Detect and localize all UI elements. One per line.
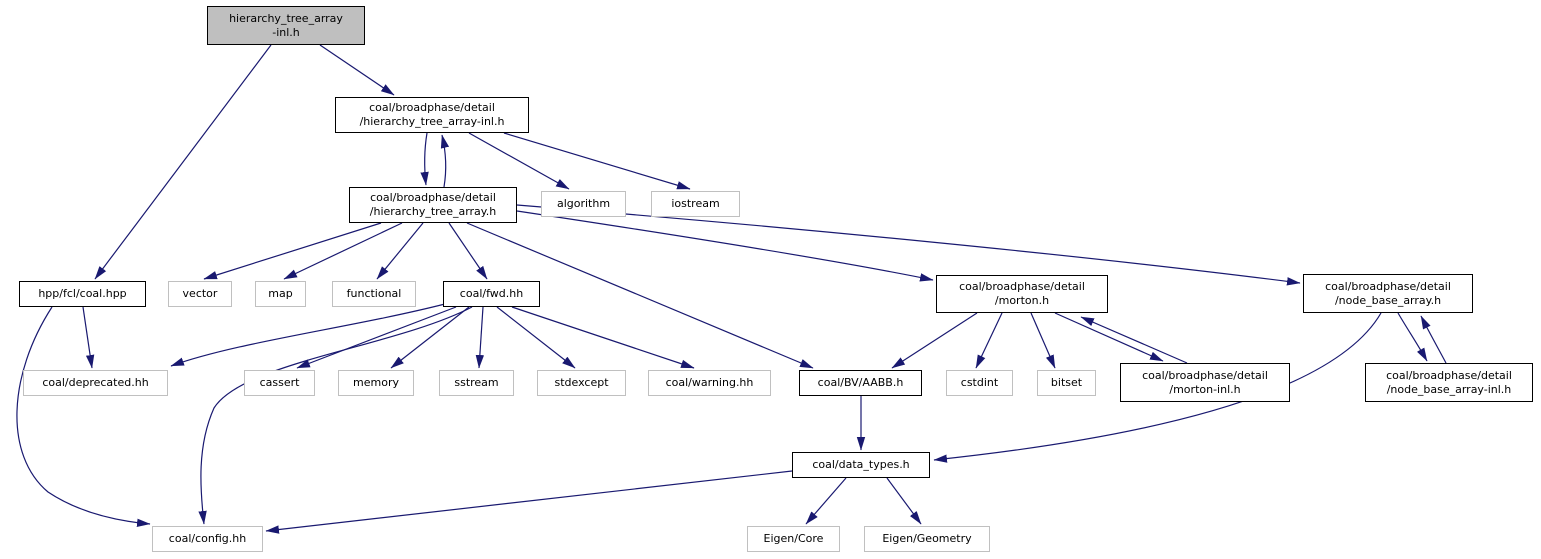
edge-coal-broadphase-detail-node-base-array-inl-h-to-coal-broadphase-detail-node-base-array-h (1420, 315, 1447, 364)
edge-coal-broadphase-detail-hierarchy-tree-array-inl-h-to-iostream (503, 132, 691, 190)
node-memory: memory (338, 370, 414, 396)
node-coal-config-hh: coal/config.hh (152, 526, 263, 552)
edge-coal-broadphase-detail-hierarchy-tree-array-h-to-coal-fwd-hh (448, 222, 488, 280)
edge-coal-broadphase-detail-morton-h-to-bitset (1030, 312, 1056, 369)
edge-coal-broadphase-detail-hierarchy-tree-array-h-to-coal-broadphase-detail-morton-h (516, 210, 934, 282)
edge-coal-fwd-hh-to-coal-warning-hh (511, 306, 695, 369)
edge-coal-data-types-h-to-eigen-core (805, 477, 847, 525)
edge-hierarchy-tree-array-inl-h-root-to-hpp-fcl-coal-hpp (94, 44, 272, 280)
edge-coal-broadphase-detail-morton-h-to-coal-bv-aabb-h (891, 312, 978, 369)
node-coal-data-types-h[interactable]: coal/data_types.h (792, 452, 930, 478)
node-hpp-fcl-coal-hpp[interactable]: hpp/fcl/coal.hpp (19, 281, 146, 307)
edge-coal-broadphase-detail-hierarchy-tree-array-inl-h-to-coal-broadphase-detail-hierarchy-tree-array-h (420, 132, 429, 186)
node-coal-broadphase-detail-hierarchy-tree-array-inl-h[interactable]: coal/broadphase/detail /hierarchy_tree_a… (335, 97, 529, 133)
node-stdexcept: stdexcept (537, 370, 626, 396)
node-coal-broadphase-detail-morton-inl-h[interactable]: coal/broadphase/detail /morton-inl.h (1120, 363, 1290, 402)
node-coal-broadphase-detail-hierarchy-tree-array-h[interactable]: coal/broadphase/detail /hierarchy_tree_a… (349, 187, 517, 223)
edge-coal-broadphase-detail-hierarchy-tree-array-h-to-coal-bv-aabb-h (466, 222, 814, 369)
edge-coal-broadphase-detail-hierarchy-tree-array-inl-h-to-algorithm (468, 132, 570, 190)
edge-coal-broadphase-detail-node-base-array-h-to-coal-broadphase-detail-node-base-array-inl-h (1397, 312, 1428, 362)
node-coal-fwd-hh[interactable]: coal/fwd.hh (443, 281, 540, 307)
edge-coal-broadphase-detail-hierarchy-tree-array-h-to-coal-broadphase-detail-node-base-array-h (516, 204, 1301, 286)
edge-hpp-fcl-coal-hpp-to-coal-deprecated-hh (82, 306, 95, 369)
node-sstream: sstream (439, 370, 514, 396)
node-vector: vector (168, 281, 232, 307)
node-functional: functional (332, 281, 416, 307)
node-algorithm: algorithm (541, 191, 626, 217)
node-bitset: bitset (1037, 370, 1096, 396)
edge-coal-broadphase-detail-node-base-array-h-to-coal-data-types-h (933, 312, 1382, 463)
node-map: map (255, 281, 306, 307)
node-coal-warning-hh: coal/warning.hh (648, 370, 771, 396)
node-eigen-core: Eigen/Core (747, 526, 840, 552)
node-coal-broadphase-detail-node-base-array-h[interactable]: coal/broadphase/detail /node_base_array.… (1303, 274, 1473, 313)
edge-coal-broadphase-detail-morton-inl-h-to-coal-broadphase-detail-morton-h (1080, 316, 1188, 364)
node-coal-broadphase-detail-morton-h[interactable]: coal/broadphase/detail /morton.h (936, 275, 1108, 313)
edge-coal-broadphase-detail-hierarchy-tree-array-h-to-functional (376, 222, 424, 280)
node-cstdint: cstdint (946, 370, 1013, 396)
node-cassert: cassert (244, 370, 315, 396)
node-iostream: iostream (651, 191, 740, 217)
node-hierarchy-tree-array-inl-h-root[interactable]: hierarchy_tree_array -inl.h (207, 6, 365, 45)
edge-coal-fwd-hh-to-stdexcept (496, 306, 576, 369)
edge-coal-data-types-h-to-eigen-geometry (886, 477, 922, 525)
edge-coal-fwd-hh-to-coal-deprecated-hh (170, 303, 446, 367)
node-coal-broadphase-detail-node-base-array-inl-h[interactable]: coal/broadphase/detail /node_base_array-… (1365, 363, 1533, 402)
edge-coal-fwd-hh-to-cassert (296, 306, 457, 369)
edge-coal-fwd-hh-to-memory (390, 306, 470, 369)
edge-coal-fwd-hh-to-coal-config-hh (198, 306, 473, 525)
edge-coal-broadphase-detail-hierarchy-tree-array-h-to-coal-broadphase-detail-hierarchy-tree-array-inl-h (440, 134, 450, 188)
edge-coal-broadphase-detail-morton-h-to-coal-broadphase-detail-morton-inl-h (1054, 312, 1164, 362)
edge-coal-broadphase-detail-hierarchy-tree-array-h-to-map (283, 222, 403, 280)
node-eigen-geometry: Eigen/Geometry (864, 526, 990, 552)
edge-coal-data-types-h-to-coal-config-hh (265, 470, 793, 534)
node-coal-deprecated-hh: coal/deprecated.hh (23, 370, 168, 396)
edge-coal-fwd-hh-to-sstream (475, 306, 485, 369)
edge-coal-broadphase-detail-hierarchy-tree-array-h-to-vector (203, 222, 382, 280)
edge-hierarchy-tree-array-inl-h-root-to-coal-broadphase-detail-hierarchy-tree-array-inl-h (319, 44, 395, 96)
edge-coal-broadphase-detail-morton-h-to-cstdint (975, 312, 1003, 369)
node-coal-bv-aabb-h[interactable]: coal/BV/AABB.h (799, 370, 922, 396)
edge-hpp-fcl-coal-hpp-to-coal-config-hh (16, 306, 151, 528)
